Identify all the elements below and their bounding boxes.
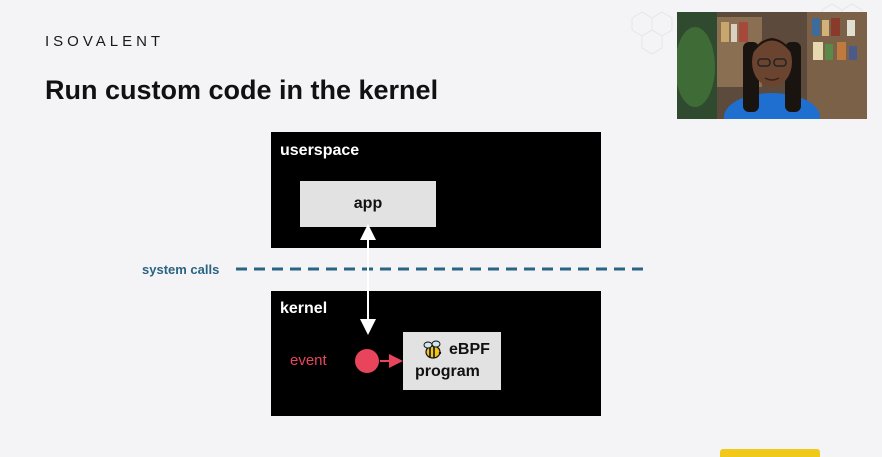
userspace-label: userspace xyxy=(280,142,360,159)
system-calls-label: system calls xyxy=(142,262,220,277)
brand-logo-text: ISOVALENT xyxy=(45,33,165,50)
app-box: app xyxy=(300,181,436,227)
presenter-webcam xyxy=(677,12,867,119)
slide-title: Run custom code in the kernel xyxy=(45,75,439,105)
ebpf-label: eBPF xyxy=(449,341,490,358)
ebpf-program-box: eBPF program xyxy=(403,332,501,390)
event-dot xyxy=(355,349,379,373)
event-label: event xyxy=(290,352,327,369)
bee-icon xyxy=(423,340,442,359)
presenter-video-image xyxy=(677,12,867,119)
kernel-label: kernel xyxy=(280,300,328,317)
corner-brand-mark xyxy=(720,449,820,457)
program-label: program xyxy=(415,363,480,380)
app-label: app xyxy=(353,195,383,212)
